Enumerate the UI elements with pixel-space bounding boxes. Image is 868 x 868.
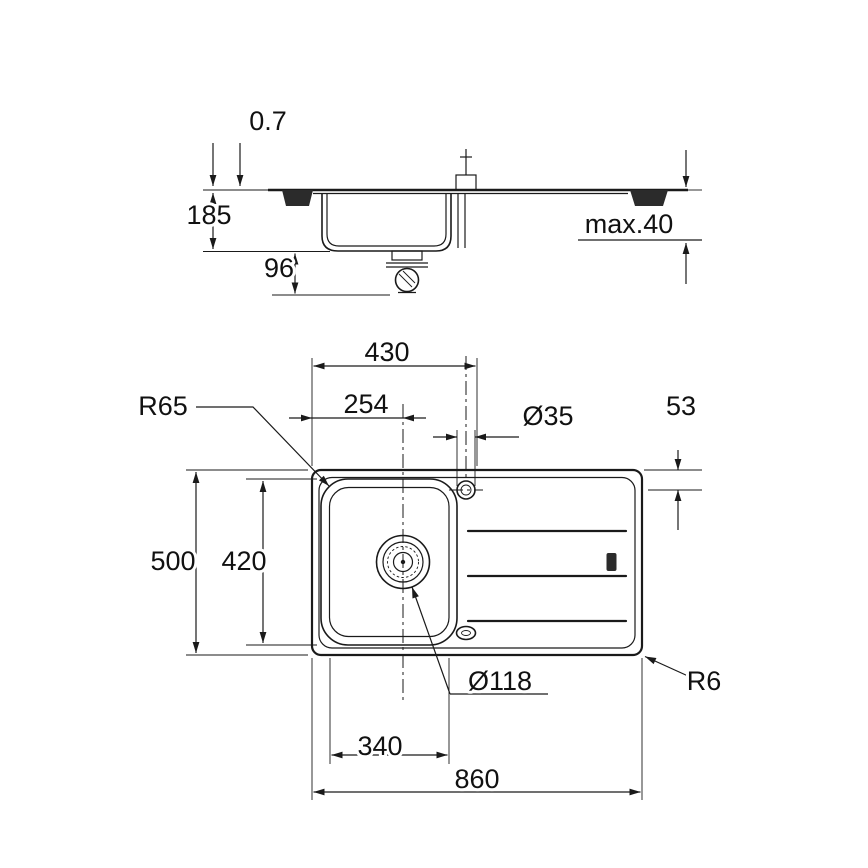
left-mount-pad (282, 190, 313, 206)
overflow-pipe-section (457, 194, 466, 248)
bowl-inner-depth-label: 420 (221, 546, 266, 576)
dimension-bowl-inner-width: 340 (329, 658, 450, 764)
faucet-hole (449, 356, 483, 500)
dimension-overall-depth: 500 (147, 469, 308, 656)
drain-diameter-label: Ø118 (468, 666, 532, 696)
bowl-outline (320, 478, 458, 646)
faucet-center-offset-label: 53 (666, 391, 696, 421)
dimension-drain-center-offset: 254 (289, 386, 426, 422)
bowl-corner-radius-label: R65 (138, 391, 188, 421)
dimension-sheet-thickness: 0.7 (209, 103, 290, 186)
dimension-bowl-inner-depth: 420 (218, 478, 317, 646)
overflow-hole (455, 625, 477, 641)
dimension-outer-corner-radius: R6 (644, 655, 724, 699)
bowl-inner-edge (328, 486, 450, 638)
right-mount-pad (630, 190, 668, 206)
dimension-faucet-hole-diameter: Ø35 (433, 398, 577, 486)
bowl-section-outer (321, 194, 452, 252)
drain-center-offset-label: 254 (343, 389, 388, 419)
overall-depth-label: 500 (150, 546, 195, 576)
sink-section-profile (313, 192, 628, 252)
bowl-section-inner (326, 194, 447, 247)
section-view: 0.7 185 96 max.40 (183, 103, 702, 296)
dimension-bowl-depth: 185 (183, 193, 330, 252)
dimension-drain-diameter: Ø118 (411, 586, 548, 699)
drain-strainer (375, 404, 431, 704)
bowl-module-width-label: 430 (364, 337, 409, 367)
bowl-depth-label: 185 (186, 200, 231, 230)
faucet-fitting-section (455, 149, 477, 191)
faucet-hole-diameter-label: Ø35 (522, 401, 573, 431)
sink-outline (310, 468, 644, 657)
dimension-bowl-module-width: 430 (311, 334, 478, 466)
dimension-drain-height: 96 (261, 250, 390, 296)
edge-slot (606, 553, 617, 571)
bowl-inner-width-label: 340 (357, 731, 402, 761)
dimension-overall-width: 860 (311, 658, 643, 800)
overall-width-label: 860 (454, 764, 499, 794)
max-counter-thickness-label: max.40 (585, 209, 674, 239)
bowl-outer-edge (320, 478, 458, 646)
dimension-max-counter-thickness: max.40 (578, 150, 702, 284)
counter-mount-pads (282, 190, 668, 206)
drain-height-label: 96 (264, 253, 294, 283)
sink-deck-contour (318, 476, 636, 649)
plan-view: 430 254 Ø35 53 R65 (135, 334, 724, 800)
sink-outer-edge (310, 468, 644, 657)
dimension-bowl-corner-radius: R65 (135, 388, 330, 487)
drain-assembly-section (386, 250, 428, 294)
dimension-faucet-center-offset: 53 (644, 388, 702, 530)
outer-corner-radius-label: R6 (687, 666, 722, 696)
drainboard-grooves (466, 529, 628, 623)
sheet-thickness-label: 0.7 (249, 106, 287, 136)
